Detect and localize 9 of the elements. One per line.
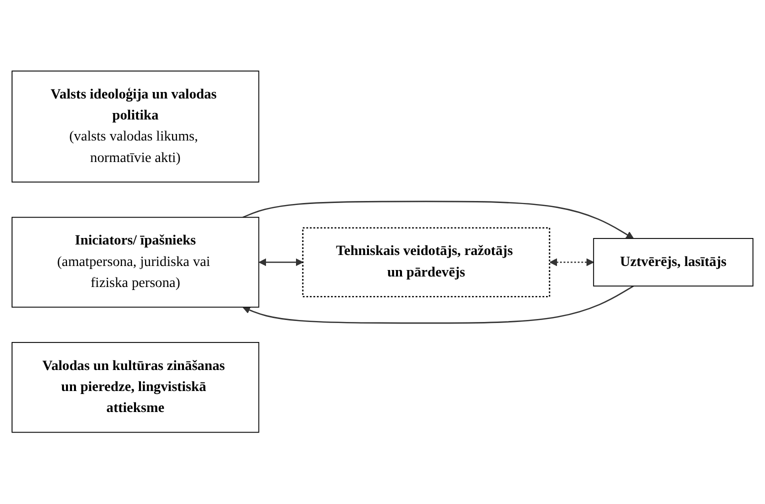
node-box: Valodas un kultūras zināšanas un pieredze, lingvistiskā attieksme — [12, 342, 260, 434]
node-box: Iniciators/ īpašnieks (amatpersona, juridiska vai fiziska persona) — [12, 217, 260, 308]
arrow — [242, 201, 634, 240]
arrow — [550, 258, 594, 266]
node-box: Uztvērējs, lasītājs — [593, 238, 754, 287]
arrow — [258, 258, 304, 266]
node-box: Tehniskais veidotājs, ražotājs un pārdevējs — [302, 228, 550, 298]
node-box: Valsts ideoloģija un valodas politika (valsts valodas likums, normatīvie akti) — [12, 70, 260, 183]
arrow — [242, 286, 634, 324]
